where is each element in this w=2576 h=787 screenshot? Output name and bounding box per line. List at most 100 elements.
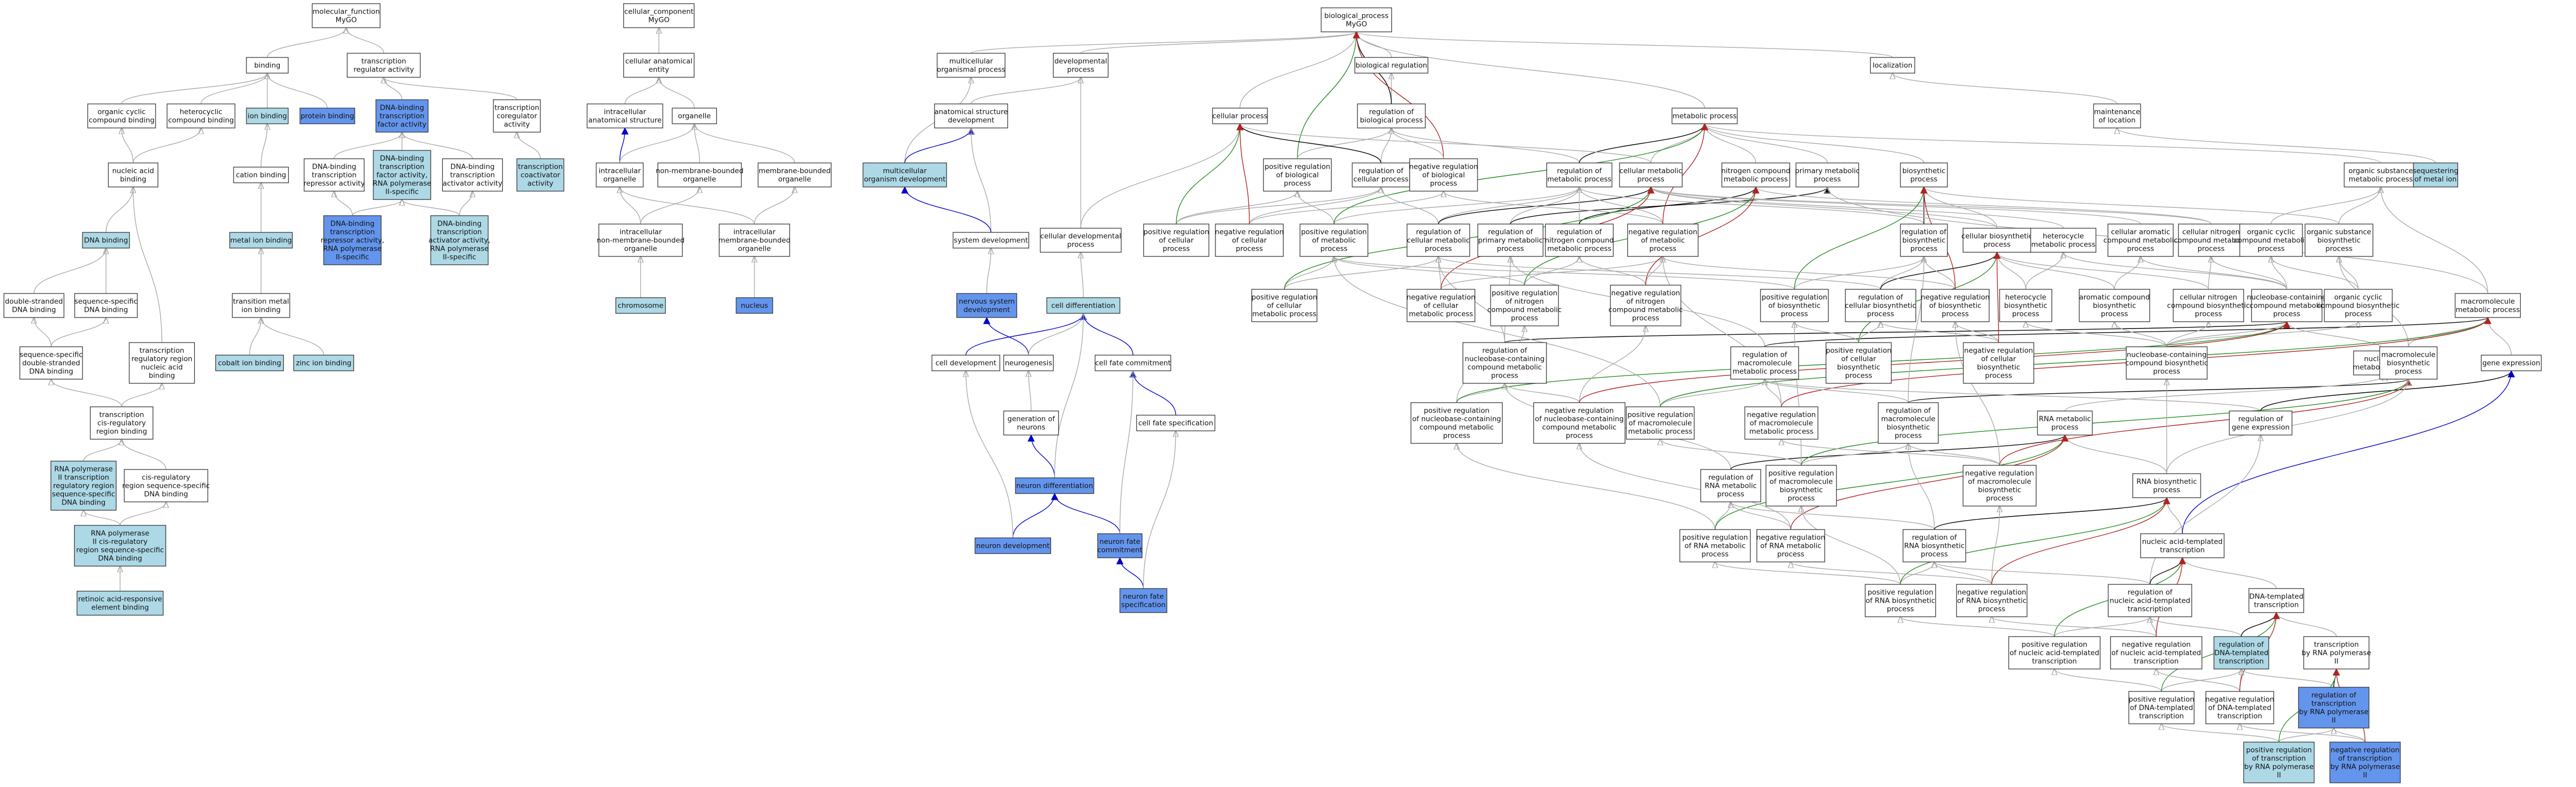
- go-term-node-sysdev[interactable]: system development: [952, 232, 1030, 249]
- go-term-node-chrom[interactable]: chromosome: [615, 297, 666, 314]
- go-term-node-protb[interactable]: protein binding: [299, 108, 356, 124]
- go-term-node-local[interactable]: localization: [1870, 57, 1916, 74]
- go-term-node-cfc[interactable]: cell fate commitment: [1094, 355, 1172, 371]
- go-term-node-ionb[interactable]: ion binding: [246, 108, 289, 124]
- go-term-node-neurdev[interactable]: neuron development: [974, 537, 1051, 554]
- go-term-node-cationb[interactable]: cation binding: [233, 167, 289, 183]
- go-term-node-cobalt[interactable]: cobalt ion binding: [215, 355, 284, 371]
- go-term-node-celldev[interactable]: cell development: [931, 355, 1000, 371]
- go-term-node-metalb[interactable]: metal ion binding: [229, 232, 293, 249]
- go-term-node-breg[interactable]: biological regulation: [1354, 57, 1428, 74]
- go-term-node-neurogen[interactable]: neurogenesis: [1003, 355, 1054, 371]
- go-term-node-organelle[interactable]: organelle: [671, 108, 717, 124]
- go-term-node-binding[interactable]: binding: [246, 57, 289, 74]
- go-term-node-zinc[interactable]: zinc ion binding: [293, 355, 355, 371]
- go-term-node-metp[interactable]: metabolic process: [1671, 108, 1738, 124]
- go-term-node-nucleus[interactable]: nucleus: [736, 297, 773, 314]
- go-term-node-cfs[interactable]: cell fate specification: [1136, 415, 1215, 431]
